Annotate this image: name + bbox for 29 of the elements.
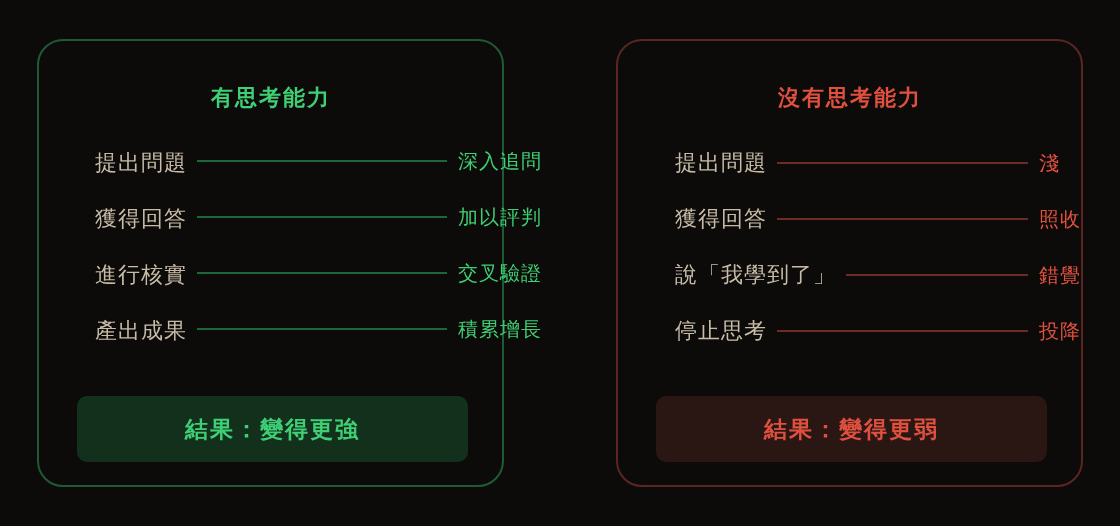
outcome-label: 淺 [1039,149,1060,177]
connector-line [196,160,448,162]
connector-line [776,162,1029,164]
outcome-label: 深入追問 [458,147,542,175]
connector-line [776,330,1029,332]
outcome-label: 交叉驗證 [458,259,542,287]
connector-line [196,272,448,274]
outcome-label: 照收 [1039,205,1081,233]
outcome-label: 錯覺 [1039,261,1081,289]
panel-title: 有思考能力 [210,85,331,110]
step-label: 提出問題 [675,149,767,177]
step-label: 進行核實 [95,261,187,289]
step-label: 獲得回答 [675,205,767,233]
outcome-label: 積累增長 [458,315,542,343]
result-banner: 結果：變得更弱 [656,396,1047,462]
outcome-label: 投降 [1039,317,1081,345]
step-label: 說「我學到了」 [675,261,836,289]
step-label: 獲得回答 [95,205,187,233]
step-label: 產出成果 [95,317,187,345]
panel-card [616,39,1083,487]
step-label: 提出問題 [95,149,187,177]
connector-line [196,216,448,218]
connector-line [196,328,448,330]
connector-line [845,274,1029,276]
connector-line [776,218,1029,220]
result-banner: 結果：變得更強 [77,396,468,462]
step-label: 停止思考 [675,317,767,345]
panel-title: 沒有思考能力 [777,85,922,110]
outcome-label: 加以評判 [458,203,542,231]
